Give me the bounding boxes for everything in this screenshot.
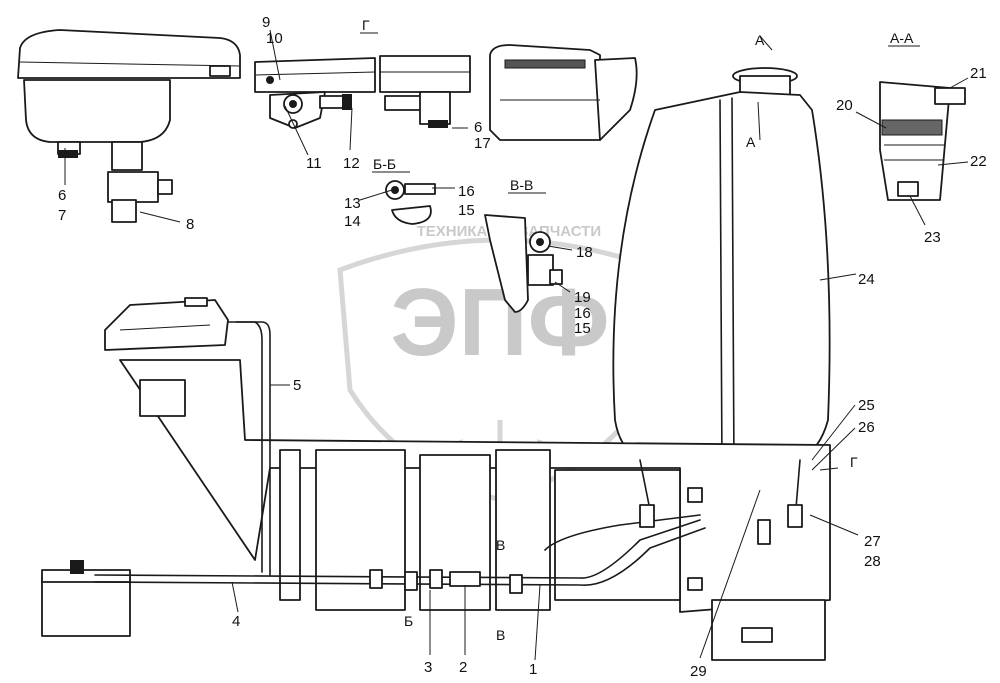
section-a-top: А xyxy=(755,32,765,48)
label-24: 24 xyxy=(858,271,875,288)
section-b-mark: Б xyxy=(404,613,413,629)
label-27: 27 xyxy=(864,533,881,550)
label-23: 23 xyxy=(924,229,941,246)
detail-section-vv xyxy=(484,214,563,313)
label-7a: 7 xyxy=(58,207,66,224)
label-16a: 16 xyxy=(458,183,475,200)
label-17: 17 xyxy=(474,135,491,152)
label-15a: 15 xyxy=(458,202,475,219)
label-2: 2 xyxy=(459,659,467,676)
label-18: 18 xyxy=(576,244,593,261)
label-11: 11 xyxy=(306,155,322,172)
section-v-top: В xyxy=(496,537,505,553)
watermark-shield: ЭПФ ТЕХНИКА ЗАПЧАСТИ xyxy=(337,223,663,503)
section-aa: А-А xyxy=(890,30,914,46)
label-25: 25 xyxy=(858,397,875,414)
label-29: 29 xyxy=(690,663,707,680)
main-tank xyxy=(612,67,831,501)
section-a-mid: А xyxy=(746,134,756,150)
watermark-line1: ТЕХНИКА xyxy=(417,223,488,240)
heater-assembly xyxy=(104,297,229,351)
label-21: 21 xyxy=(970,65,987,82)
label-14: 14 xyxy=(344,213,361,230)
battery xyxy=(41,560,131,637)
section-g: Г xyxy=(362,17,370,33)
reservoir-top-left xyxy=(17,29,241,223)
section-labels: Г Б-Б В-В А А А-А Г Б В В xyxy=(360,17,920,643)
label-22: 22 xyxy=(970,153,987,170)
section-bb: Б-Б xyxy=(373,156,396,172)
section-g-arrow: Г xyxy=(850,454,858,470)
label-10: 10 xyxy=(266,30,283,47)
section-vv: В-В xyxy=(510,177,533,193)
label-4: 4 xyxy=(232,613,240,630)
detail-section-bb xyxy=(385,180,436,225)
label-28: 28 xyxy=(864,553,881,570)
label-16b: 16 xyxy=(574,305,591,322)
label-12: 12 xyxy=(343,155,360,172)
detail-view-g xyxy=(254,55,471,129)
label-20: 20 xyxy=(836,97,853,114)
leader-lines xyxy=(64,29,969,661)
watermark-logo: ЭПФ xyxy=(390,269,609,376)
label-19: 19 xyxy=(574,289,591,306)
detail-section-aa xyxy=(879,81,966,201)
label-15b: 15 xyxy=(574,320,591,337)
label-6a: 6 xyxy=(58,187,66,204)
label-26: 26 xyxy=(858,419,875,436)
label-5: 5 xyxy=(293,377,301,394)
label-13: 13 xyxy=(344,195,361,212)
section-v-bot: В xyxy=(496,627,505,643)
label-3: 3 xyxy=(424,659,432,676)
label-8: 8 xyxy=(186,216,194,233)
label-9: 9 xyxy=(262,14,270,31)
label-1: 1 xyxy=(529,661,537,678)
upper-housing xyxy=(489,44,638,141)
label-6b: 6 xyxy=(474,119,482,136)
part-labels: 6 7 8 9 10 11 12 6 17 13 14 16 15 18 19 … xyxy=(58,14,987,680)
